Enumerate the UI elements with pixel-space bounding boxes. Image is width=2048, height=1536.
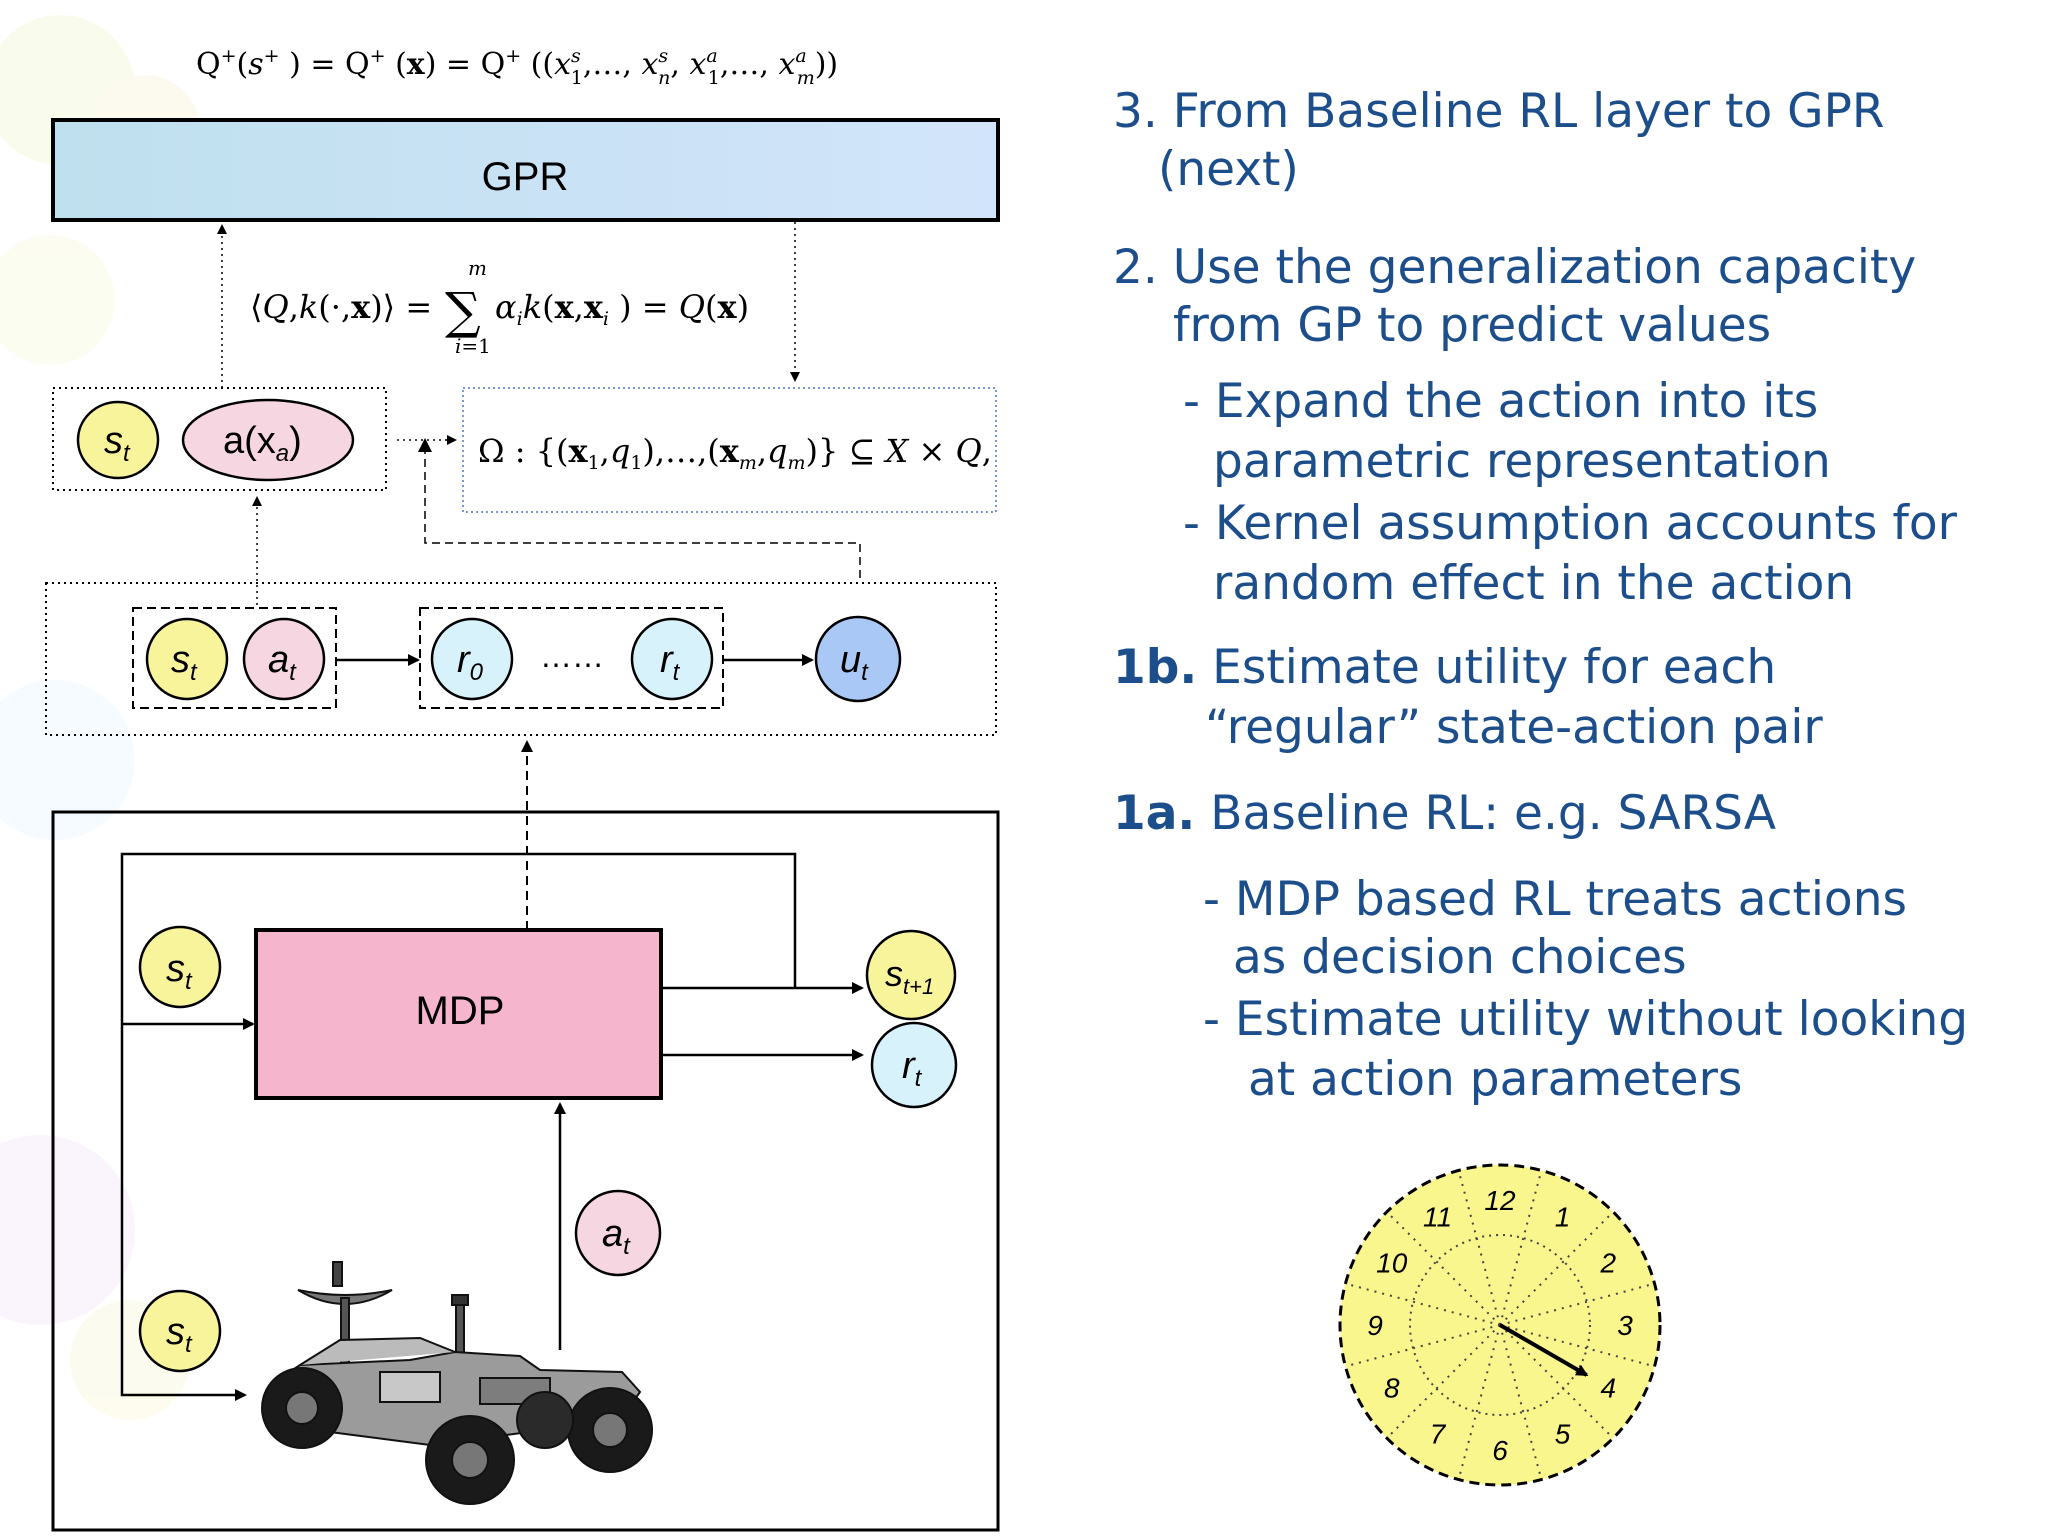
item-2-sub1-line1: - Expand the action into its bbox=[1183, 374, 1819, 429]
clock-number: 10 bbox=[1376, 1248, 1408, 1279]
svg-text:αik(x,xi ) = Q(x): αik(x,xi ) = Q(x) bbox=[495, 288, 749, 330]
item-1a-sub1-line1: - MDP based RL treats actions bbox=[1203, 872, 1907, 927]
omega-box: Ω : {(x1,q1),…,(xm,qm)} ⊆ X × Q, bbox=[462, 387, 997, 513]
svg-text:at: at bbox=[602, 1213, 631, 1260]
svg-text:Q+(s+ ) = Q+ (x) = Q+ ((xs1,…,: Q+(s+ ) = Q+ (x) = Q+ ((xs1,…, xsn, xa1,… bbox=[196, 45, 838, 89]
node-s-t-mdp-input: st bbox=[138, 925, 222, 1009]
clock-number: 6 bbox=[1492, 1435, 1508, 1466]
mdp-block: MDP bbox=[254, 928, 663, 1100]
item-2: 2. Use the generalization capacity bbox=[1113, 238, 1916, 298]
node-u-t: ut bbox=[814, 615, 902, 703]
clock-number: 8 bbox=[1384, 1373, 1400, 1404]
omega-formula: Ω : {(x1,q1),…,(xm,qm)} ⊆ X × Q, bbox=[478, 432, 992, 474]
clock-number: 5 bbox=[1555, 1418, 1571, 1449]
item-1a-sub2-line1: - Estimate utility without looking bbox=[1203, 992, 1969, 1047]
state-action-param-box: st a(xa) bbox=[52, 387, 387, 491]
clock-number: 12 bbox=[1484, 1185, 1516, 1216]
node-s-t-upper: st bbox=[76, 400, 160, 480]
node-a-t-middle: at bbox=[242, 617, 326, 701]
svg-text:rt: rt bbox=[902, 1045, 923, 1092]
item-2-sub2-line1: - Kernel assumption accounts for bbox=[1183, 496, 1957, 551]
item-2-line2: from GP to predict values bbox=[1173, 298, 1772, 353]
reward-sequence-dots: …… bbox=[540, 638, 604, 674]
item-2-line1: Use the generalization capacity bbox=[1172, 240, 1917, 295]
item-1a-sub2-line2: at action parameters bbox=[1248, 1052, 1743, 1107]
svg-text:st: st bbox=[171, 639, 198, 686]
gpr-label: GPR bbox=[482, 155, 569, 199]
item-3-line1: From Baseline RL layer to GPR bbox=[1172, 84, 1885, 139]
item-2-number: 2. bbox=[1113, 240, 1158, 295]
svg-text:a(xa): a(xa) bbox=[223, 420, 302, 467]
item-1b-line2: “regular” state-action pair bbox=[1205, 700, 1823, 755]
item-2-sub2-line2: random effect in the action bbox=[1213, 556, 1855, 611]
svg-text:at: at bbox=[268, 639, 297, 686]
item-1b-line1: Estimate utility for each bbox=[1212, 640, 1777, 695]
svg-text:⟨Q,k(·,x)⟩ =: ⟨Q,k(·,x)⟩ = bbox=[250, 288, 432, 326]
svg-text:st+1: st+1 bbox=[885, 953, 934, 999]
clock-number: 3 bbox=[1617, 1310, 1633, 1341]
svg-text:r0: r0 bbox=[457, 639, 484, 686]
clock-hand bbox=[1498, 1323, 1589, 1377]
clock-number: 11 bbox=[1423, 1202, 1452, 1233]
item-1a-number: 1a. bbox=[1113, 786, 1196, 841]
item-3-line2: (next) bbox=[1158, 142, 1299, 197]
background-decoration bbox=[0, 15, 200, 1420]
node-r-t-output: rt bbox=[870, 1021, 958, 1109]
item-2-sub1-line2: parametric representation bbox=[1213, 434, 1831, 489]
clock-number: 4 bbox=[1600, 1373, 1616, 1404]
item-3-number: 3. bbox=[1113, 84, 1158, 139]
node-r-0: r0 bbox=[430, 617, 514, 701]
svg-text:st: st bbox=[166, 948, 193, 995]
svg-text:rt: rt bbox=[660, 639, 681, 686]
svg-text:m: m bbox=[468, 256, 487, 280]
item-3: 3. From Baseline RL layer to GPR bbox=[1113, 82, 1885, 142]
formula-kernel: ⟨Q,k(·,x)⟩ = ∑ m i=1 αik(x,xi ) = Q(x) bbox=[250, 256, 749, 358]
node-r-t: rt bbox=[630, 617, 714, 701]
connector-utility-to-omega bbox=[397, 435, 861, 578]
node-a-t-rover: at bbox=[574, 1189, 662, 1277]
clock-number: 2 bbox=[1599, 1248, 1616, 1279]
item-1a-sub1-line2: as decision choices bbox=[1233, 930, 1687, 985]
svg-text:st: st bbox=[166, 1311, 193, 1358]
gpr-block: GPR bbox=[51, 118, 1000, 222]
item-1a-line1: Baseline RL: e.g. SARSA bbox=[1210, 786, 1777, 841]
item-1b-number: 1b. bbox=[1113, 640, 1198, 695]
node-s-t-middle: st bbox=[145, 617, 229, 701]
svg-text:∑: ∑ bbox=[445, 282, 481, 340]
rover-icon bbox=[261, 1261, 653, 1505]
svg-text:i=1: i=1 bbox=[455, 334, 491, 358]
clock-number: 9 bbox=[1367, 1310, 1383, 1341]
baseline-rl-box: MDP st st+1 rt at st bbox=[51, 810, 1000, 1532]
node-s-t1: st+1 bbox=[865, 929, 957, 1021]
node-s-t-rover: st bbox=[138, 1289, 222, 1373]
item-1b: 1b. Estimate utility for each bbox=[1113, 638, 1776, 698]
svg-text:ut: ut bbox=[840, 639, 869, 686]
clock-number: 7 bbox=[1430, 1418, 1447, 1449]
utility-estimation-region: st at r0 …… rt ut bbox=[45, 582, 997, 736]
mdp-label: MDP bbox=[416, 989, 505, 1033]
svg-text:st: st bbox=[104, 420, 131, 467]
clock-number: 1 bbox=[1555, 1202, 1571, 1233]
item-1a: 1a. Baseline RL: e.g. SARSA bbox=[1113, 784, 1776, 844]
node-a-xa: a(xa) bbox=[181, 398, 355, 482]
